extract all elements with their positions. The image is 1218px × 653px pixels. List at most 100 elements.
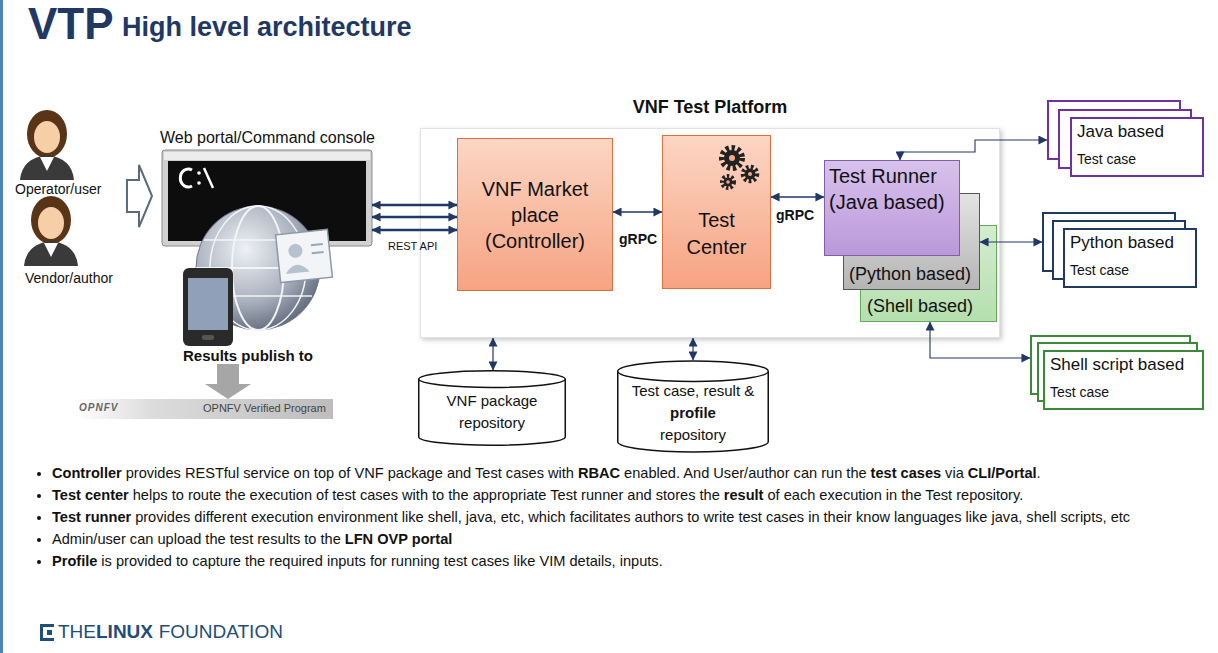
testcase-stack: Java basedTest case — [1047, 100, 1204, 178]
connector — [372, 229, 457, 232]
connector — [930, 322, 1030, 358]
connector — [372, 204, 457, 207]
phone-body — [183, 268, 233, 346]
node-text: Test Center — [679, 207, 754, 261]
repository-cylinder: VNF package repository — [418, 370, 566, 446]
bullet-text: result — [724, 487, 764, 503]
gear-teeth — [722, 148, 742, 168]
node-text: VNF Market place (Controller) — [466, 176, 604, 254]
bullet-text: helps to route the execution of test cas… — [133, 487, 720, 503]
connector — [613, 211, 662, 212]
cylinder-top — [419, 371, 566, 388]
bullet-item: Admin/user can upload the test results t… — [52, 528, 1165, 550]
bullet-item: Profileis provided to capture the requir… — [52, 550, 1165, 572]
user-icon — [20, 110, 74, 180]
phone-button — [202, 335, 214, 340]
hair — [27, 110, 67, 158]
connector — [492, 338, 493, 370]
bullet-list: Controllerprovides RESTful service on to… — [35, 462, 1165, 572]
bullet-text: Test center — [52, 487, 129, 503]
prompt-glyph — [204, 168, 213, 188]
logo-square — [47, 630, 52, 635]
process-box: Test Center — [662, 135, 771, 289]
edge-label: REST API — [388, 240, 437, 252]
window-titlebar — [164, 152, 370, 160]
hair — [31, 196, 71, 244]
bullet-text: provides different execution environment… — [135, 509, 1130, 525]
foundation-logo — [40, 624, 54, 641]
bullet-text: Controller — [52, 465, 122, 481]
collar — [44, 243, 58, 257]
face — [34, 121, 60, 153]
bullet-text: CLI/Portal — [968, 465, 1037, 481]
logo-bracket — [40, 624, 54, 641]
bullet-text: RBAC — [578, 465, 620, 481]
body — [24, 241, 78, 266]
publish-arrow — [205, 364, 251, 399]
bullet-text: is provided to capture the required inpu… — [101, 553, 662, 569]
hollow-arrow — [127, 165, 152, 227]
node-text: Java based — [1077, 122, 1164, 142]
edge-label: gRPC — [619, 231, 657, 247]
bullet-text: . — [1037, 465, 1041, 481]
gear-teeth — [722, 176, 734, 188]
testcase-stack: Python basedTest case — [1042, 212, 1197, 288]
edge-label: gRPC — [776, 207, 814, 223]
testcase-stack: Shell script basedTest case — [1030, 335, 1204, 411]
bullet-item: Controllerprovides RESTful service on to… — [52, 462, 1165, 484]
gear-body — [724, 178, 733, 187]
node-text: (Python based) — [849, 264, 971, 285]
portal-group: Web portal/Command console — [158, 128, 372, 346]
card-avatar — [288, 243, 303, 258]
node-subtext: Test case — [1050, 384, 1109, 400]
face — [38, 207, 64, 239]
footer-text: FOUNDATION — [159, 621, 283, 642]
footer-text: LINUX — [96, 621, 153, 642]
prompt-glyph — [197, 181, 201, 185]
node-subtext: Test case — [1070, 262, 1129, 278]
prompt-glyph — [180, 169, 192, 187]
node-text: Shell script based — [1050, 355, 1184, 375]
phone — [183, 268, 233, 346]
connector — [900, 140, 1047, 160]
bullet-text: Profile — [52, 553, 97, 569]
bullet-text: test cases — [871, 465, 942, 481]
footer-brand: THELINUX FOUNDATION — [58, 620, 283, 644]
edge-label: Results publish to — [183, 347, 313, 364]
node-text: VNF Test Platform — [420, 95, 1000, 119]
footer-text: THE — [58, 621, 96, 642]
bullet-text: LFN OVP portal — [345, 531, 453, 547]
gear-hole — [729, 155, 735, 161]
runner-box: Test Runner (Java based) — [824, 160, 960, 256]
title-subtitle: High level architecture — [122, 12, 412, 43]
phone-screen — [188, 278, 228, 330]
node-text: Test Runner (Java based) — [829, 163, 955, 215]
bullet-item: Test runnerprovides different execution … — [52, 506, 1165, 528]
gear-teeth — [743, 167, 757, 181]
gear-body — [745, 169, 756, 180]
node-subtext: profile — [621, 402, 765, 424]
gear-icon — [722, 148, 757, 188]
node-subtext: Test case — [1077, 151, 1136, 167]
bullet-text: provides RESTful service on top of VNF p… — [126, 465, 574, 481]
platform-container: VNF Test PlatformVNF Market place (Contr… — [420, 95, 1000, 338]
node-subtext: repository — [621, 424, 765, 446]
bullet-text: of each execution in the Test repository… — [767, 487, 1023, 503]
node-subtext: OPNFV Verified Program — [203, 402, 326, 414]
body — [20, 155, 74, 180]
repository-cylinder: Test case, result &profilerepository — [617, 360, 769, 453]
collar — [40, 157, 54, 171]
card-frame — [276, 229, 333, 282]
node-text: Python based — [1070, 233, 1174, 253]
bullet-item: Test centerhelps to route the execution … — [52, 484, 1165, 506]
process-box: VNF Market place (Controller) — [457, 138, 613, 291]
page-title: VTP — [28, 2, 114, 46]
cylinder-top — [618, 361, 768, 381]
cylinder-body — [618, 371, 768, 452]
connector — [980, 241, 1042, 242]
gear-body — [724, 150, 740, 166]
actor-label: Operator/user — [15, 181, 101, 197]
node-text: Test case, result & — [621, 380, 765, 402]
